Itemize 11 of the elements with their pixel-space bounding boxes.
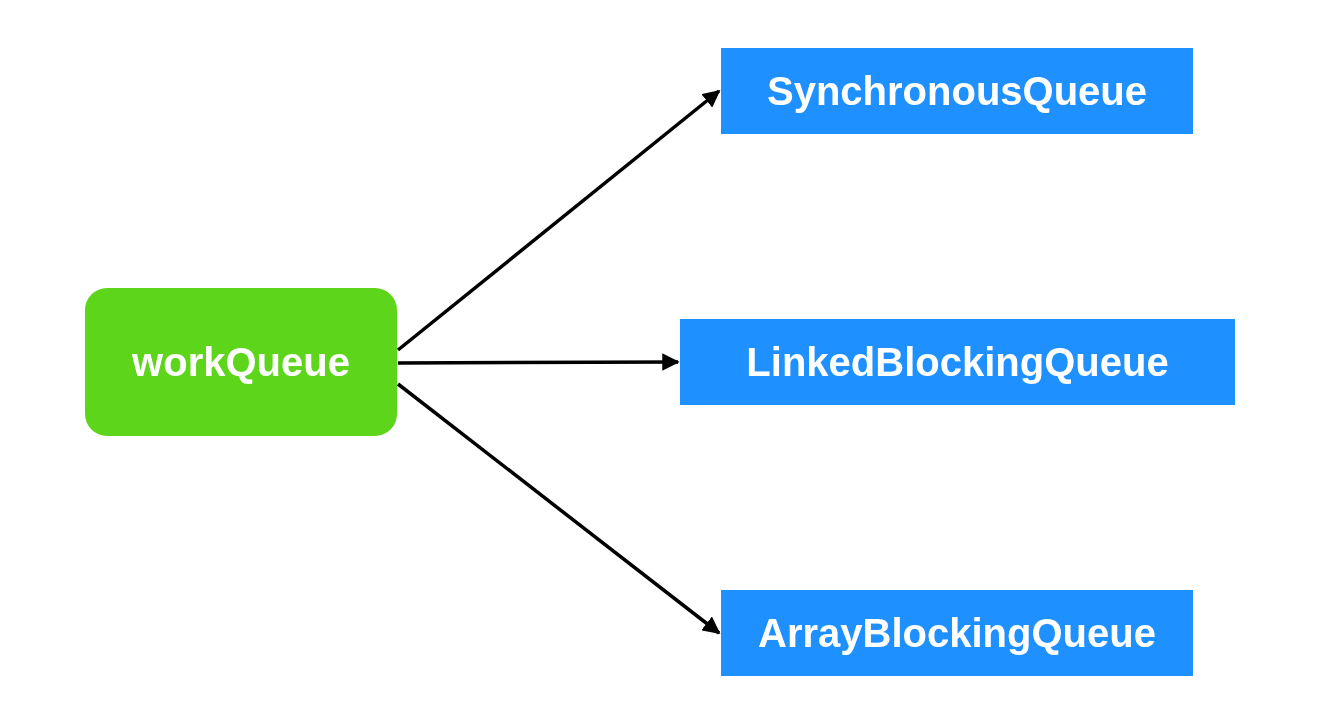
queue-box — [721, 590, 1193, 676]
node-label: LinkedBlockingQueue — [746, 342, 1169, 382]
queue-box — [680, 319, 1235, 405]
queue-box — [721, 48, 1193, 134]
node-label: workQueue — [132, 342, 350, 382]
arrow — [396, 382, 721, 635]
node-label: SynchronousQueue — [766, 71, 1148, 111]
node-label: ArrayBlockingQueue — [758, 613, 1156, 653]
source-box — [85, 288, 397, 436]
arrow — [398, 353, 680, 371]
arrow — [396, 89, 721, 352]
